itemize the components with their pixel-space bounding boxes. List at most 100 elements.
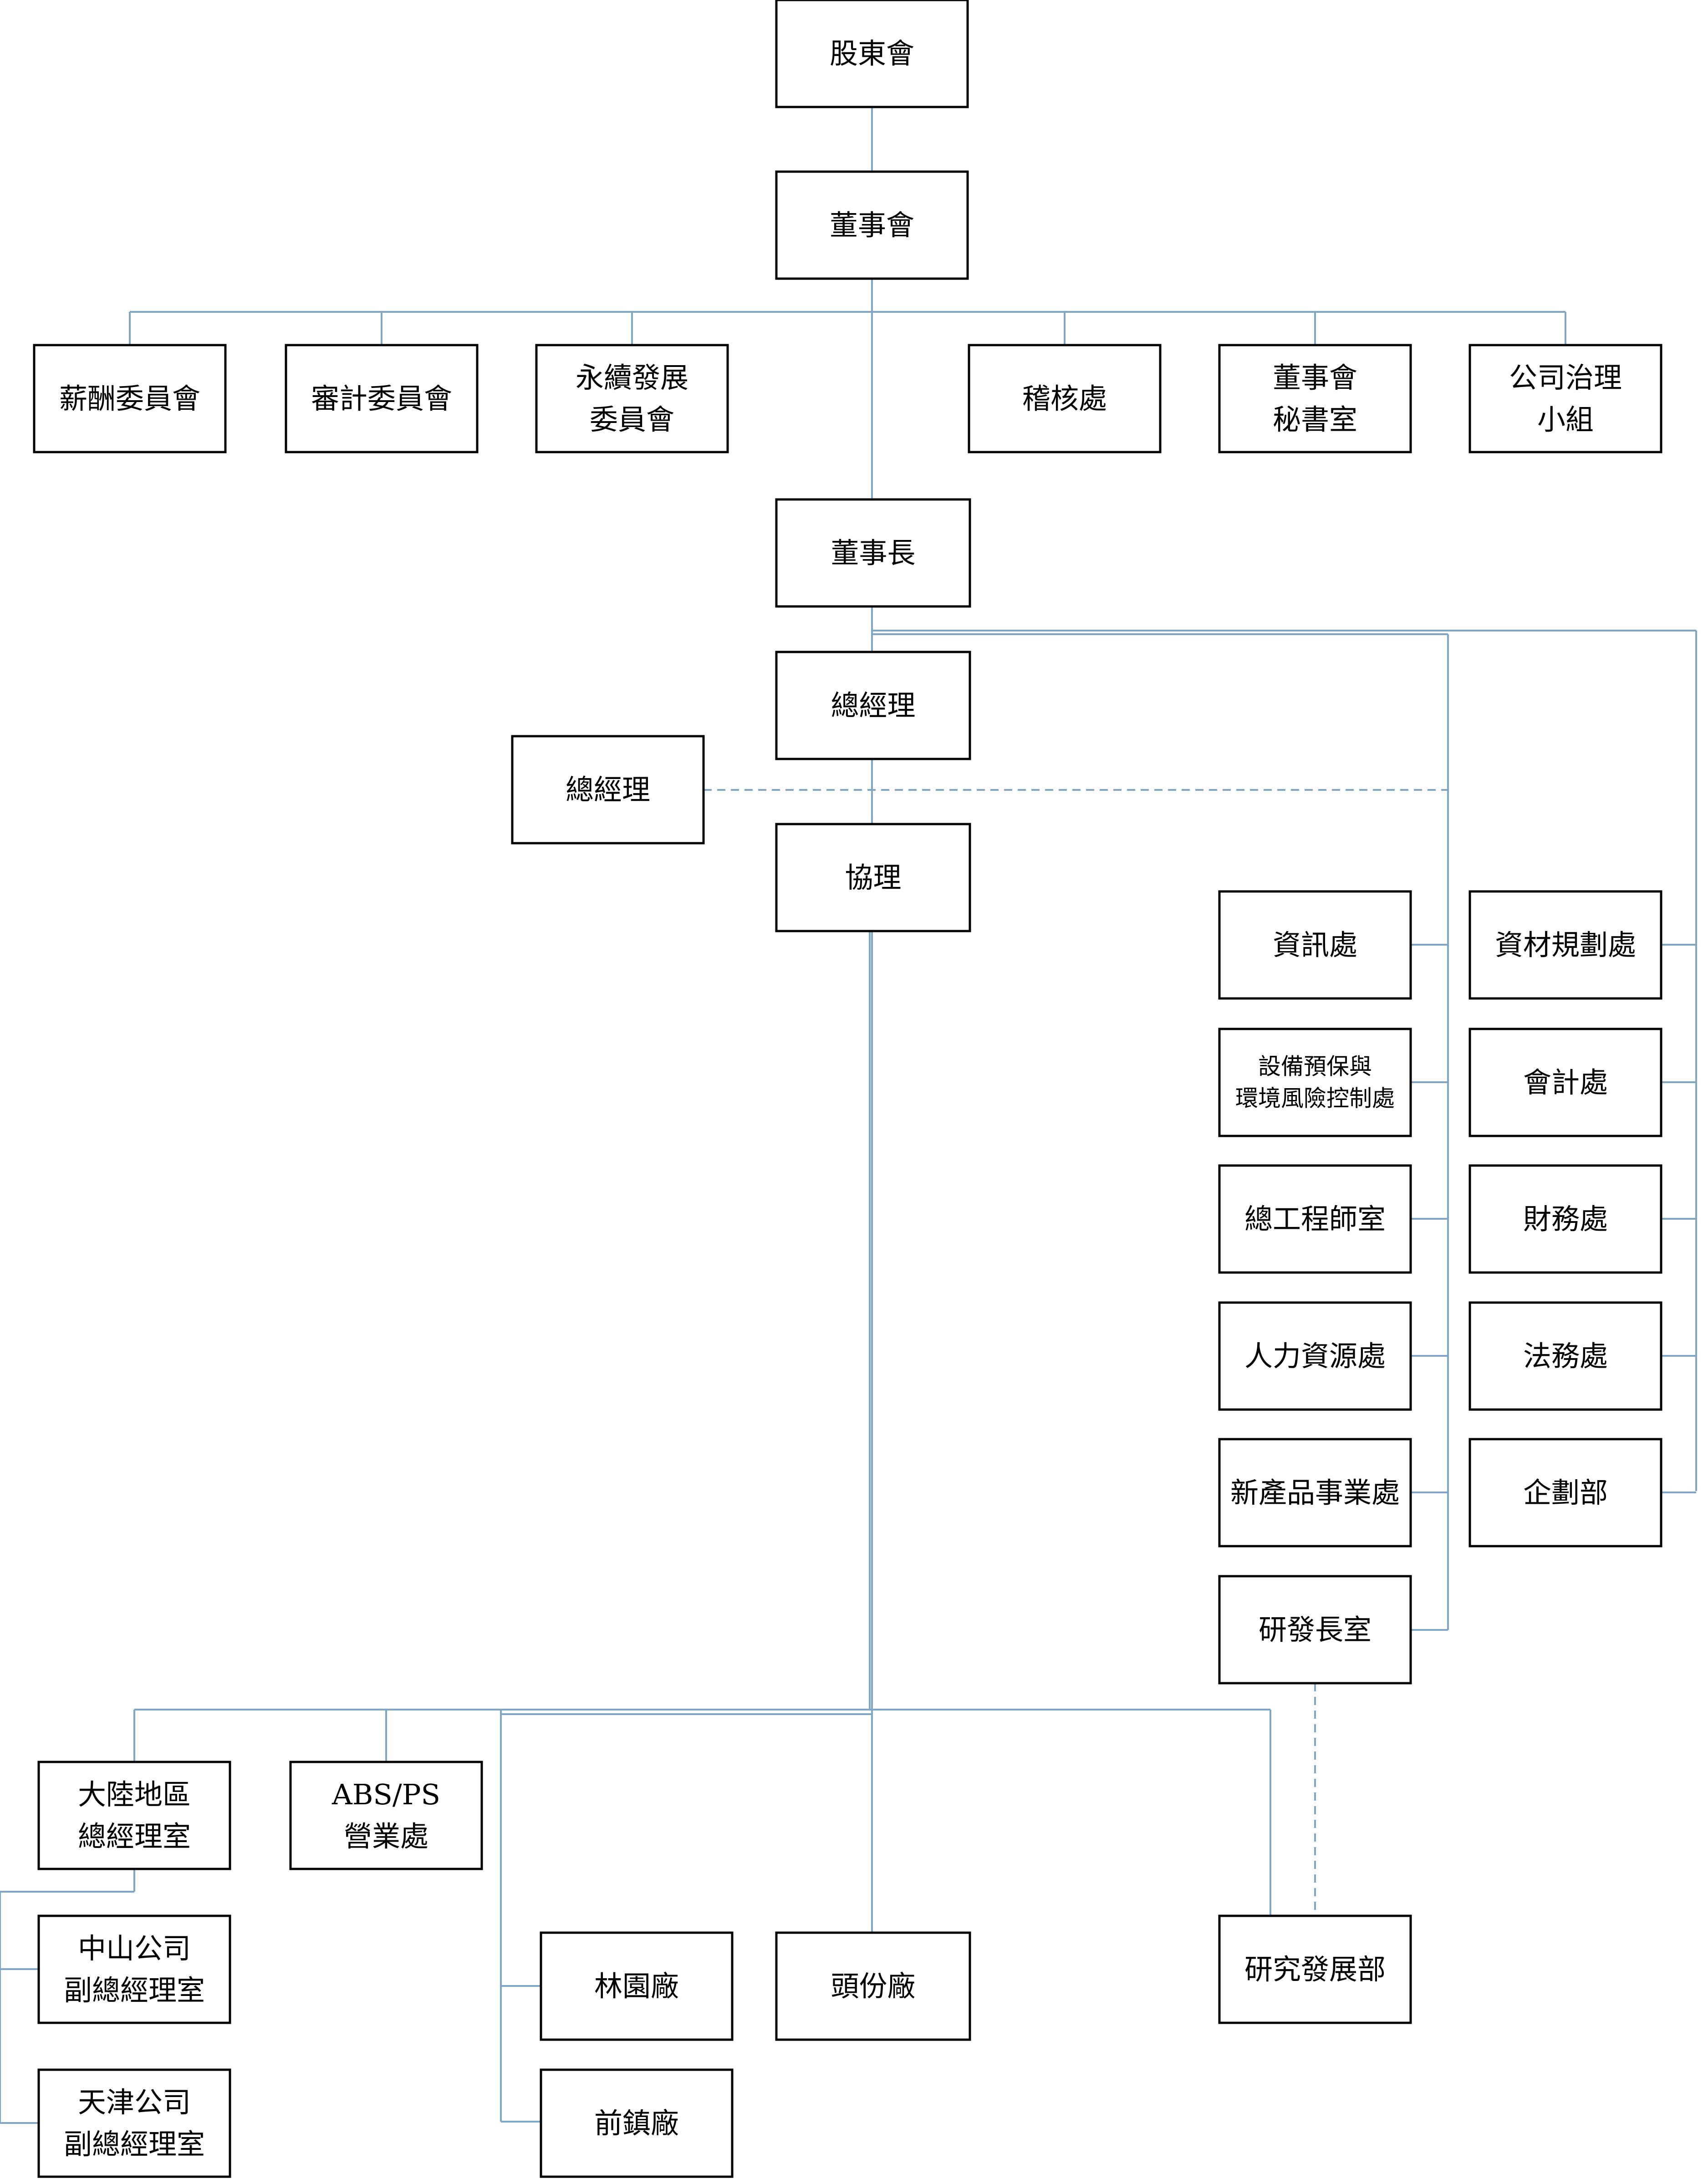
node-box <box>511 735 705 845</box>
node-label: 中山公司 <box>78 1932 191 1965</box>
node-label: ABS/PS <box>331 1778 440 1811</box>
node-label: 董事長 <box>831 536 915 570</box>
node-rd-dept: 研究發展部 <box>1218 1914 1412 2024</box>
node-chairman: 董事長 <box>775 498 971 608</box>
node-label: 委員會 <box>590 403 674 436</box>
node-it-dept: 資訊處 <box>1218 890 1412 1000</box>
node-box <box>1218 890 1412 1000</box>
node-label: 公司治理 <box>1509 361 1622 394</box>
node-abs-ps-sales: ABS/PS 營業處 <box>289 1761 483 1870</box>
node-box <box>1218 1301 1412 1411</box>
node-label: 會計處 <box>1523 1066 1608 1099</box>
node-box <box>1218 1575 1412 1685</box>
node-internal-audit: 稽核處 <box>968 344 1162 453</box>
node-general-manager-2: 總經理 <box>511 735 705 845</box>
node-box <box>37 1761 231 1870</box>
node-label: 總經理室 <box>78 1820 191 1853</box>
node-box <box>1218 1028 1412 1137</box>
node-label: 副總經理室 <box>64 1974 205 2007</box>
node-accounting: 會計處 <box>1468 1028 1662 1137</box>
node-new-products: 新產品事業處 <box>1218 1438 1412 1548</box>
node-label: 總經理 <box>566 773 650 806</box>
node-human-resources: 人力資源處 <box>1218 1301 1412 1411</box>
node-label: 財務處 <box>1523 1202 1608 1236</box>
node-audit-committee: 審計委員會 <box>285 344 479 453</box>
node-box <box>968 344 1162 453</box>
node-chief-engineer-office: 總工程師室 <box>1218 1164 1412 1274</box>
node-box <box>1218 1914 1412 2024</box>
node-qianzhen-plant: 前鎮廠 <box>540 2068 734 2178</box>
node-box <box>775 0 969 108</box>
node-box <box>1468 1438 1662 1548</box>
node-box <box>1468 1028 1662 1137</box>
node-label: 林園廠 <box>594 1970 679 2003</box>
node-box <box>289 1761 483 1870</box>
node-box <box>775 651 971 760</box>
node-box <box>1468 1301 1662 1411</box>
node-board: 董事會 <box>775 170 969 280</box>
node-label: 永續發展 <box>576 361 688 394</box>
connector-lines <box>0 107 1697 2124</box>
node-box <box>1218 1438 1412 1548</box>
node-label: 總工程師室 <box>1244 1202 1386 1236</box>
node-planning: 企劃部 <box>1468 1438 1662 1548</box>
node-label: 企劃部 <box>1523 1476 1608 1509</box>
node-label: 環境風險控制處 <box>1235 1085 1395 1112</box>
node-label: 資訊處 <box>1273 928 1357 962</box>
node-materials-planning: 資材規劃處 <box>1468 890 1662 1000</box>
node-label: 頭份廠 <box>831 1970 915 2003</box>
node-label: 秘書室 <box>1273 403 1357 436</box>
node-box <box>1468 890 1662 1000</box>
node-label: 董事會 <box>1273 361 1357 394</box>
node-toufen-plant: 頭份廠 <box>775 1931 971 2041</box>
node-label: 審計委員會 <box>311 382 452 415</box>
node-label: 人力資源處 <box>1244 1339 1386 1373</box>
node-box <box>1218 344 1412 453</box>
node-general-manager: 總經理 <box>775 651 971 760</box>
node-label: 薪酬委員會 <box>59 382 200 415</box>
node-label: 營業處 <box>344 1820 428 1853</box>
node-label: 總經理 <box>831 689 915 722</box>
node-label: 前鎮廠 <box>594 2107 679 2140</box>
node-label: 研究發展部 <box>1244 1953 1386 1986</box>
node-box <box>540 2068 734 2178</box>
node-label: 協理 <box>845 861 901 894</box>
node-label: 法務處 <box>1523 1339 1608 1373</box>
node-label: 研發長室 <box>1259 1613 1372 1646</box>
node-assistant-gm: 協理 <box>775 823 971 932</box>
node-label: 小組 <box>1537 403 1594 436</box>
node-box <box>37 1914 231 2024</box>
node-label: 董事會 <box>830 209 914 242</box>
node-label: 新產品事業處 <box>1230 1476 1400 1509</box>
node-box <box>37 2068 231 2178</box>
node-box <box>775 823 971 932</box>
node-legal: 法務處 <box>1468 1301 1662 1411</box>
node-label: 設備預保與 <box>1258 1054 1372 1080</box>
node-linyuan-plant: 林園廠 <box>540 1931 734 2041</box>
node-box <box>33 344 227 453</box>
node-label: 資材規劃處 <box>1495 928 1636 962</box>
node-box <box>1468 1164 1662 1274</box>
node-box <box>775 170 969 280</box>
node-box <box>285 344 479 453</box>
node-compensation-committee: 薪酬委員會 <box>33 344 227 453</box>
node-box <box>1468 344 1662 453</box>
node-label: 大陸地區 <box>78 1778 191 1811</box>
node-box <box>1218 1164 1412 1274</box>
node-box <box>775 498 971 608</box>
node-shareholders: 股東會 <box>775 0 969 108</box>
node-label: 天津公司 <box>78 2086 191 2119</box>
node-box <box>540 1931 734 2041</box>
node-label: 副總經理室 <box>64 2128 205 2161</box>
node-cto-office: 研發長室 <box>1218 1575 1412 1685</box>
node-label: 稽核處 <box>1022 382 1107 415</box>
node-box <box>775 1931 971 2041</box>
